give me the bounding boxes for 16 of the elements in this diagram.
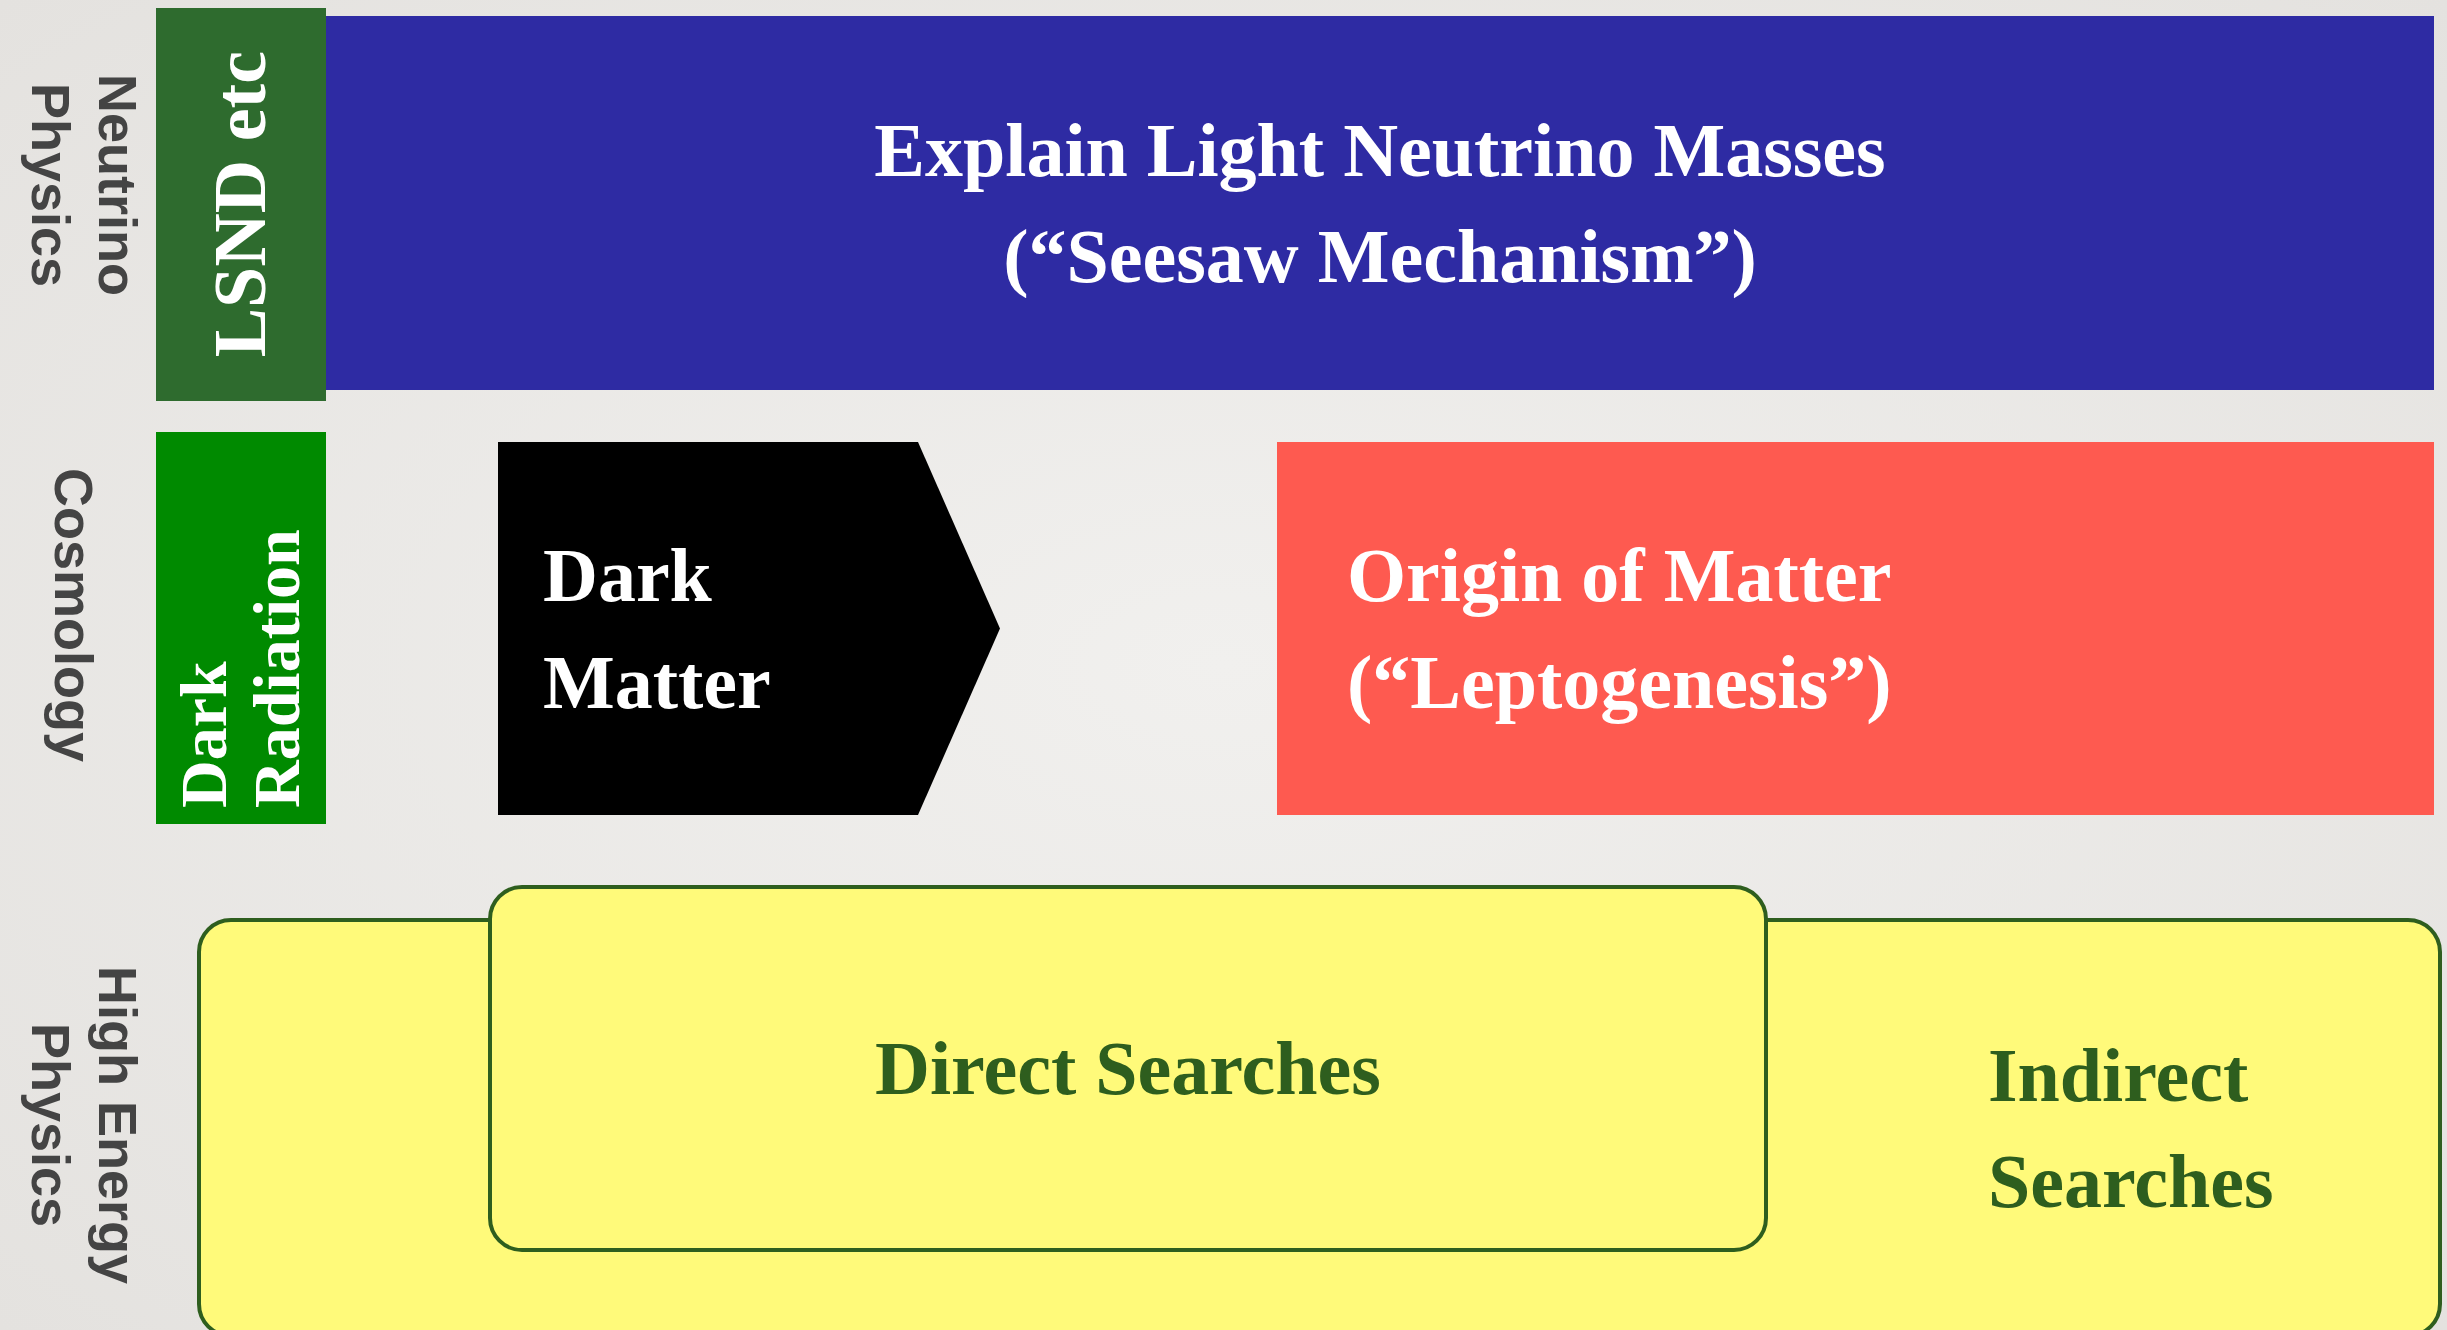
category-box <box>1277 442 2434 815</box>
box-text: Explain Light Neutrino Masses (“Seesaw Mechanism”) <box>873 106 1887 300</box>
box-text: Indirect Searches <box>1988 1031 2275 1225</box>
box-text: Dark Radiation <box>168 528 314 808</box>
row-heading: High Energy Physics <box>19 964 149 1286</box>
box-text: Origin of Matter (“Leptogenesis”) <box>1347 532 1893 726</box>
category-box <box>156 8 326 401</box>
box-text: LSND etc <box>200 51 282 358</box>
box-text: Direct Searches <box>875 1025 1381 1113</box>
box-text: Dark Matter <box>543 532 772 726</box>
arrow-shape <box>498 442 1000 815</box>
row-heading: Cosmology <box>42 468 105 763</box>
category-box <box>326 16 2434 390</box>
category-box <box>156 432 326 824</box>
rounded-box <box>488 885 1768 1252</box>
row-heading: Neutrino Physics <box>19 73 149 298</box>
